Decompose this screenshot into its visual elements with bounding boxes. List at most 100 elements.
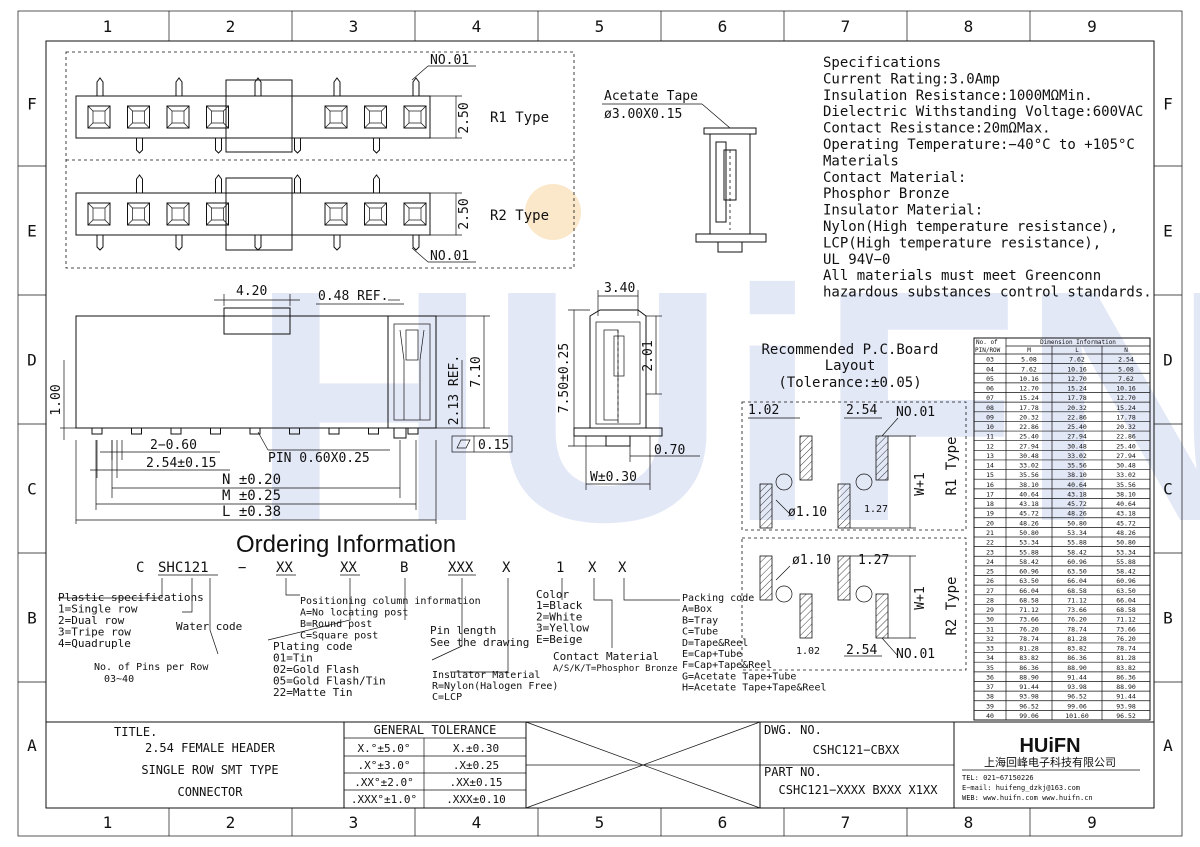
column-label: 2 [226, 813, 236, 832]
pcb-r1-type: R1 Type [944, 436, 960, 495]
column-label: 4 [472, 813, 482, 832]
ordering-title: Ordering Information [236, 531, 456, 558]
table-cell: 96.52 [1067, 693, 1087, 701]
spec-line: Dielectric Withstanding Voltage:600VAC [823, 104, 1143, 120]
table-cell: 71.12 [1067, 596, 1087, 604]
table-cell: 26 [986, 577, 994, 585]
table-cell: 11 [986, 433, 994, 441]
table-cell: 32 [986, 635, 994, 643]
table-cell: 5.08 [1021, 356, 1037, 364]
pcb-title-1: Recommended P.C.Board [761, 342, 938, 358]
row-label: C [1163, 480, 1173, 499]
table-cell: 20 [986, 519, 994, 527]
table-cell: 33.02 [1019, 462, 1039, 470]
order-code-part: C [136, 560, 144, 576]
dwg-no-label: DWG. NO. [764, 723, 822, 737]
order-code-part: − [238, 560, 246, 576]
table-cell: 53.34 [1116, 548, 1136, 556]
table-cell: 10.16 [1116, 385, 1136, 393]
table-cell: 22.86 [1019, 423, 1039, 431]
table-cell: 23 [986, 548, 994, 556]
table-cell: 12 [986, 442, 994, 450]
table-cell: 18 [986, 500, 994, 508]
table-cell: 43.18 [1019, 500, 1039, 508]
pin-length-line: Pin length [430, 624, 496, 637]
table-cell: 53.34 [1019, 539, 1039, 547]
title-line-3: CONNECTOR [177, 785, 243, 799]
table-cell: 96.52 [1019, 702, 1039, 710]
table-cell: 27.94 [1116, 452, 1136, 460]
table-cell: 20.32 [1019, 413, 1039, 421]
spec-line: Phosphor Bronze [823, 186, 949, 202]
table-cell: 86.36 [1019, 664, 1039, 672]
packing-line: Packing code [682, 593, 754, 604]
table-cell: 40.64 [1116, 500, 1136, 508]
order-code-part: X [618, 560, 627, 576]
positioning-line: A=No locating post [300, 608, 408, 619]
table-cell: 27.94 [1019, 442, 1039, 450]
spec-line: Specifications [823, 55, 941, 71]
row-label: B [1163, 609, 1173, 628]
table-cell: 30 [986, 616, 994, 624]
table-cell: 34 [986, 654, 994, 662]
tape-title: Acetate Tape [604, 89, 698, 104]
spec-line: Materials [823, 153, 899, 169]
row-label: F [27, 95, 37, 114]
color-line: 1=Black [536, 599, 583, 612]
table-cell: 35 [986, 664, 994, 672]
packing-line: A=Box [682, 604, 712, 615]
table-cell: 76.20 [1067, 616, 1087, 624]
packing-line: G=Acetate Tape+Tube [682, 671, 796, 682]
table-cell: 93.98 [1067, 683, 1087, 691]
row-label: B [27, 609, 37, 628]
table-cell: 68.58 [1067, 587, 1087, 595]
pins-per-row-line: 03~40 [104, 674, 134, 685]
table-cell: 03 [986, 356, 994, 364]
watermark-logo: HUiFN [250, 221, 1200, 590]
table-cell: 35.56 [1067, 462, 1087, 470]
table-cell: 33.02 [1067, 452, 1087, 460]
table-header-pin: PIN/ROW [975, 347, 1001, 354]
table-cell: 43.18 [1116, 510, 1136, 518]
positioning-line: C=Square post [300, 631, 378, 642]
pins-per-row-line: No. of Pins per Row [94, 662, 209, 673]
contact-cell [166, 202, 190, 226]
plastic-spec-line: 4=Quadruple [58, 637, 131, 650]
row-label: A [27, 736, 37, 755]
table-cell: 13 [986, 452, 994, 460]
dim-l: L ±0.38 [222, 504, 281, 520]
table-cell: 14 [986, 462, 994, 470]
part-no-label: PART NO. [764, 765, 822, 779]
column-label: 5 [595, 813, 605, 832]
table-cell: 73.66 [1116, 625, 1136, 633]
table-cell: 88.90 [1116, 683, 1136, 691]
contact-cell [206, 105, 229, 129]
dim-7-50: 7.50±0.25 [557, 343, 572, 413]
table-cell: 68.58 [1019, 596, 1039, 604]
table-cell: 12.70 [1067, 375, 1087, 383]
pcb-layout: Recommended P.C.Board Layout (Tolerance:… [741, 342, 967, 671]
pcb-r1-1-02: 1.02 [748, 403, 779, 418]
contact-cell [127, 105, 150, 129]
table-cell: 66.04 [1116, 596, 1136, 604]
column-label: 1 [103, 813, 113, 832]
tolerance-title: GENERAL TOLERANCE [374, 723, 497, 737]
dim-0-48-ref: 0.48 REF. [318, 289, 388, 304]
dim-n: N ±0.20 [222, 472, 281, 488]
table-cell: 7.62 [1118, 375, 1134, 383]
table-cell: 66.04 [1067, 577, 1087, 585]
table-cell: 58.42 [1116, 568, 1136, 576]
color-line: 2=White [536, 610, 582, 623]
pcb-r2-1-02: 1.02 [796, 646, 820, 657]
color-line: E=Beige [536, 633, 582, 646]
contact-cell [403, 202, 427, 226]
table-cell: 21 [986, 529, 994, 537]
table-cell: 45.72 [1019, 510, 1039, 518]
table-cell: 15.24 [1019, 394, 1039, 402]
table-cell: 58.42 [1019, 558, 1039, 566]
table-cell: 38 [986, 693, 994, 701]
brand-logo: HUiFN [1019, 735, 1080, 757]
